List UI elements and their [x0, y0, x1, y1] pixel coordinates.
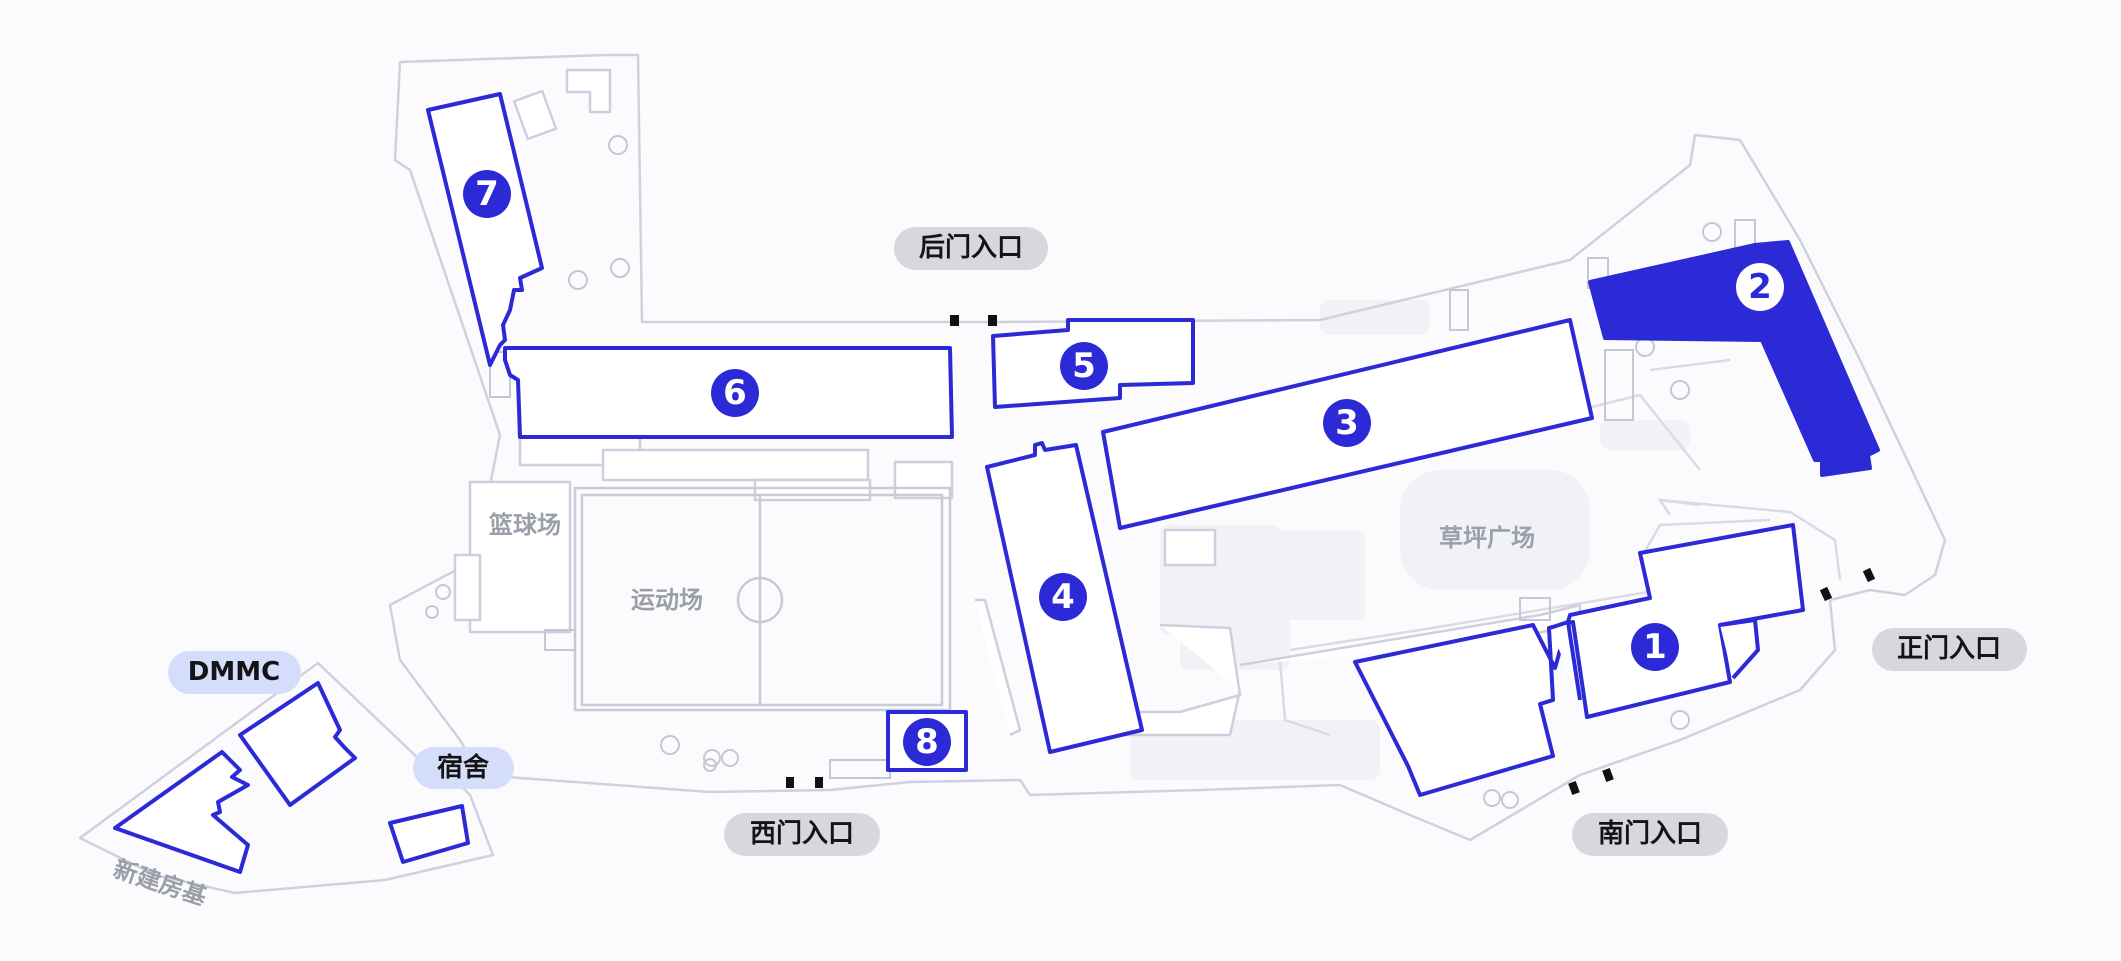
marker-8[interactable]: 8	[903, 718, 951, 766]
label-basketball: 篮球场	[488, 511, 561, 539]
svg-text:西门入口: 西门入口	[750, 819, 854, 849]
marker-2[interactable]: 2	[1736, 263, 1784, 311]
building-dmmc-b[interactable]	[113, 750, 250, 874]
marker-circle	[903, 718, 951, 766]
marker-5[interactable]: 5	[1060, 342, 1108, 390]
marker-number: 6	[723, 373, 747, 413]
marker-circle	[1060, 342, 1108, 390]
marker-1[interactable]: 1	[1631, 623, 1679, 671]
svg-text:DMMC: DMMC	[188, 657, 280, 687]
marker-3[interactable]: 3	[1323, 399, 1371, 447]
inner-road	[1638, 498, 1842, 581]
marker-number: 3	[1335, 403, 1359, 443]
building-dorm[interactable]	[388, 804, 470, 864]
marker-6[interactable]: 6	[711, 369, 759, 417]
label-sports-field: 运动场	[631, 586, 703, 614]
svg-text:宿舍: 宿舍	[437, 752, 489, 783]
label-lawn-plaza: 草坪广场	[1439, 524, 1535, 552]
marker-number: 5	[1072, 346, 1096, 386]
pill-main-entrance[interactable]: 正门入口	[1872, 628, 2027, 671]
ground-areas	[1130, 300, 1731, 780]
new-site-boundary	[78, 661, 495, 895]
building-2[interactable]	[1588, 240, 1880, 477]
building-dmmc-a[interactable]	[238, 681, 357, 807]
marker-4[interactable]: 4	[1039, 573, 1087, 621]
marker-number: 2	[1748, 267, 1772, 307]
gate-marks	[786, 315, 1876, 796]
marker-number: 1	[1643, 627, 1667, 667]
svg-text:后门入口: 后门入口	[919, 233, 1023, 263]
marker-circle	[1631, 623, 1679, 671]
marker-circle	[1039, 573, 1087, 621]
marker-circle	[1323, 399, 1371, 447]
new-site-buildings	[113, 681, 470, 874]
svg-text:正门入口: 正门入口	[1897, 634, 2001, 664]
pill-south-entrance[interactable]: 南门入口	[1572, 813, 1728, 856]
pill-dorm[interactable]: 宿舍	[413, 747, 514, 789]
marker-7[interactable]: 7	[463, 170, 511, 218]
marker-number: 7	[475, 174, 499, 214]
marker-number: 8	[915, 722, 939, 762]
building-markers: 1 2 3 4 5 6 7 8	[463, 170, 1784, 766]
pill-west-entrance[interactable]: 西门入口	[724, 813, 880, 856]
marker-circle	[1736, 263, 1784, 311]
marker-circle	[463, 170, 511, 218]
pill-labels: 后门入口 正门入口 南门入口 西门入口 DMMC 宿舍	[168, 227, 2027, 856]
marker-circle	[711, 369, 759, 417]
pill-dmmc[interactable]: DMMC	[168, 651, 301, 694]
building-7[interactable]	[426, 92, 544, 367]
label-new-site: 新建房基	[110, 855, 211, 912]
marker-number: 4	[1051, 577, 1075, 617]
pill-back-entrance[interactable]: 后门入口	[894, 227, 1048, 270]
minor-structures	[453, 68, 1582, 737]
svg-text:南门入口: 南门入口	[1598, 819, 1702, 849]
trees	[425, 135, 1722, 809]
campus-boundary	[388, 53, 1947, 842]
